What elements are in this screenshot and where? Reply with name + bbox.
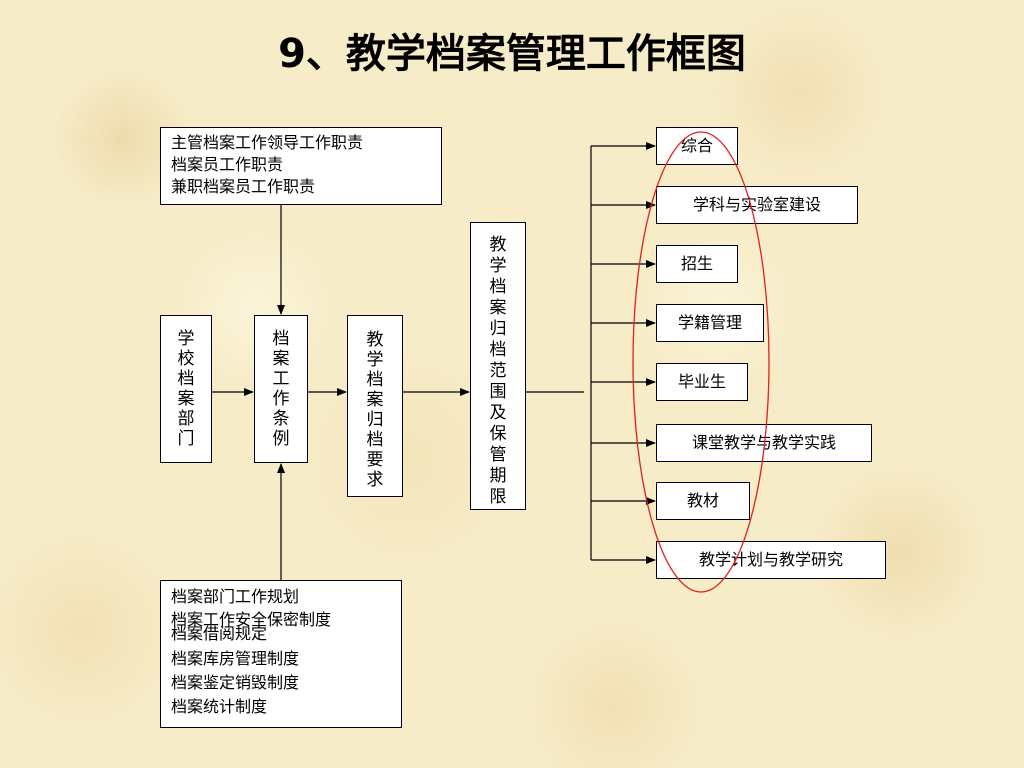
responsibility-line: 兼职档案员工作职责: [171, 177, 316, 196]
school-dept-box: 学校档案部门: [160, 315, 212, 463]
page-title: 9、教学档案管理工作框图: [278, 31, 746, 77]
category-item: 教材: [656, 482, 750, 520]
responsibility-line: 档案员工作职责: [171, 155, 284, 174]
rule-line: 档案统计制度: [171, 697, 268, 716]
rule-line: 档案鉴定销毁制度: [171, 673, 300, 692]
regulations-box: 档案工作条例: [254, 315, 308, 463]
school-dept-label: 学校档案部门: [177, 329, 195, 449]
rule-line: 档案库房管理制度: [171, 649, 300, 668]
scope-box: 教学档案归档范围及保管期限: [470, 222, 526, 510]
category-item: 教学计划与教学研究: [656, 541, 886, 579]
rule-line: 档案部门工作规划: [171, 587, 300, 606]
category-item: 招生: [656, 245, 738, 283]
requirements-box: 教学档案归档要求: [347, 315, 403, 497]
responsibility-line: 主管档案工作领导工作职责: [171, 133, 364, 152]
regulations-label: 档案工作条例: [272, 329, 290, 449]
highlight-ellipse: [632, 131, 770, 593]
responsibilities-box: 主管档案工作领导工作职责 档案员工作职责 兼职档案员工作职责: [160, 127, 442, 205]
rules-box: 档案部门工作规划 档案工作安全保密制度 档案借阅规定 档案库房管理制度 档案鉴定…: [160, 580, 402, 728]
rule-line: 档案借阅规定: [171, 624, 268, 643]
rule-line: 档案工作安全保密制度: [171, 610, 332, 629]
category-item: 学籍管理: [656, 304, 764, 342]
category-item: 课堂教学与教学实践: [656, 424, 872, 462]
category-item: 毕业生: [656, 363, 748, 401]
scope-label: 教学档案归档范围及保管期限: [489, 235, 507, 507]
category-item: 学科与实验室建设: [656, 186, 858, 224]
requirements-label: 教学档案归档要求: [366, 330, 384, 490]
